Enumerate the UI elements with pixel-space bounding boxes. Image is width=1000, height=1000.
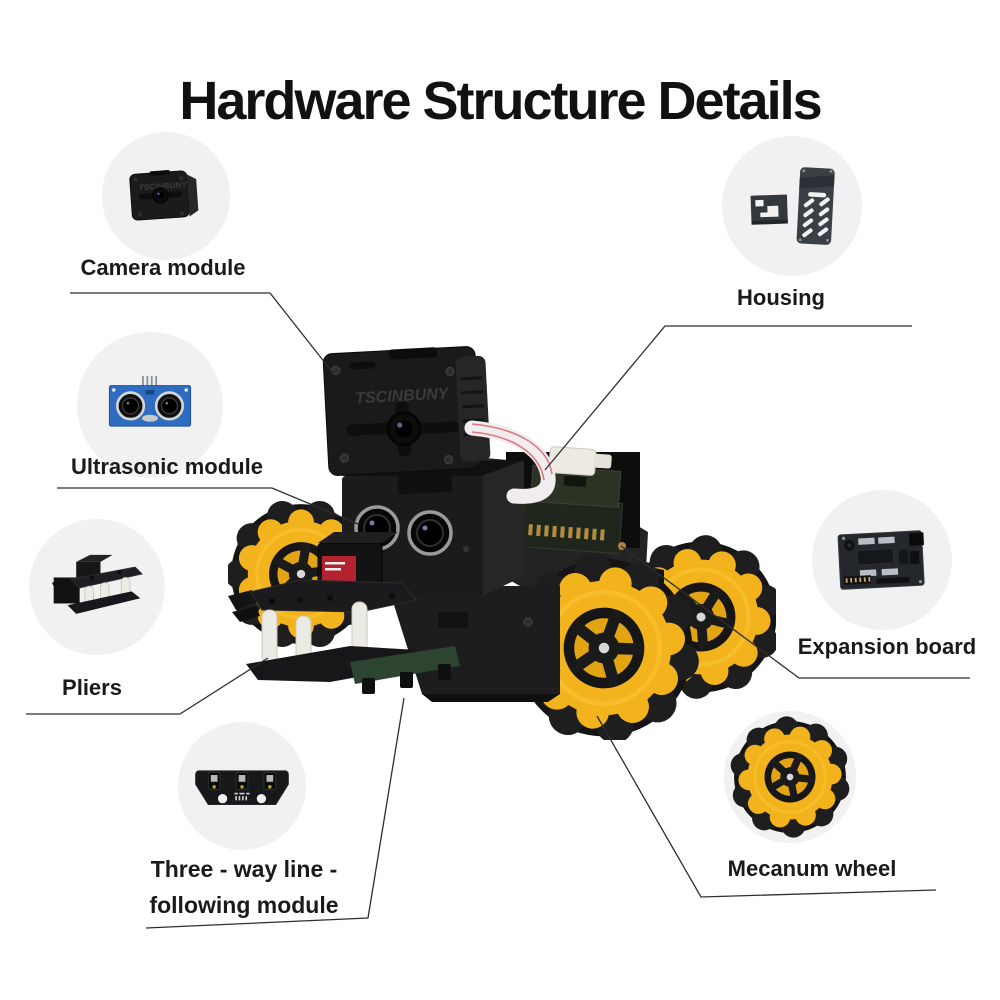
page-title: Hardware Structure Details bbox=[179, 71, 822, 132]
robot-camera-unit: TSCINBUNY bbox=[322, 346, 491, 495]
mecanum-wheel-label: Mecanum wheel bbox=[727, 856, 897, 881]
leader-line-pliers bbox=[26, 657, 269, 715]
line-following-module-bubble bbox=[178, 722, 306, 850]
pliers-bubble bbox=[29, 519, 165, 655]
mecanum-wheel-bubble bbox=[724, 711, 856, 843]
robot-ultrasonic-eye-right bbox=[407, 510, 453, 556]
pliers-label: Pliers bbox=[62, 675, 122, 700]
leader-line-camera-module bbox=[70, 292, 334, 374]
housing-label: Housing bbox=[737, 285, 825, 310]
leader-line-expansion-board bbox=[620, 545, 970, 679]
robot-ribbon-cable bbox=[464, 420, 556, 504]
leader-line-line-following-module bbox=[145, 697, 405, 929]
leader-line-mecanum-wheel bbox=[596, 715, 937, 898]
brand-text: TSCINBUNY bbox=[355, 385, 450, 407]
housing-icon bbox=[750, 167, 835, 245]
robot-gripper bbox=[228, 532, 430, 682]
camera-module-bubble: TSCINBUNY bbox=[102, 132, 230, 260]
line-following-module-label-line2: following module bbox=[149, 892, 339, 918]
expansion-board-icon bbox=[837, 530, 925, 590]
pliers-icon bbox=[51, 554, 143, 614]
leader-line-housing bbox=[544, 325, 912, 471]
housing-bubble bbox=[722, 136, 862, 276]
leader-line-ultrasonic-module bbox=[57, 487, 359, 525]
camera-module-icon: TSCINBUNY bbox=[129, 170, 199, 221]
brand-text: TSCINBUNY bbox=[138, 180, 188, 192]
line-following-module-icon bbox=[195, 770, 289, 805]
ultrasonic-module-bubble bbox=[77, 332, 223, 478]
expansion-board-bubble bbox=[812, 490, 952, 630]
robot-illustration: TSCINBUNY bbox=[228, 346, 776, 740]
line-following-module-label-line1: Three - way line - bbox=[150, 856, 338, 882]
camera-module-label: Camera module bbox=[80, 255, 246, 280]
ultrasonic-module-label: Ultrasonic module bbox=[71, 454, 263, 479]
robot-line-sensor bbox=[350, 646, 460, 694]
ultrasonic-module-icon bbox=[108, 375, 192, 427]
camera-lens bbox=[386, 411, 422, 447]
expansion-board-label: Expansion board bbox=[797, 634, 977, 659]
mecanum-wheel-icon bbox=[728, 715, 852, 839]
